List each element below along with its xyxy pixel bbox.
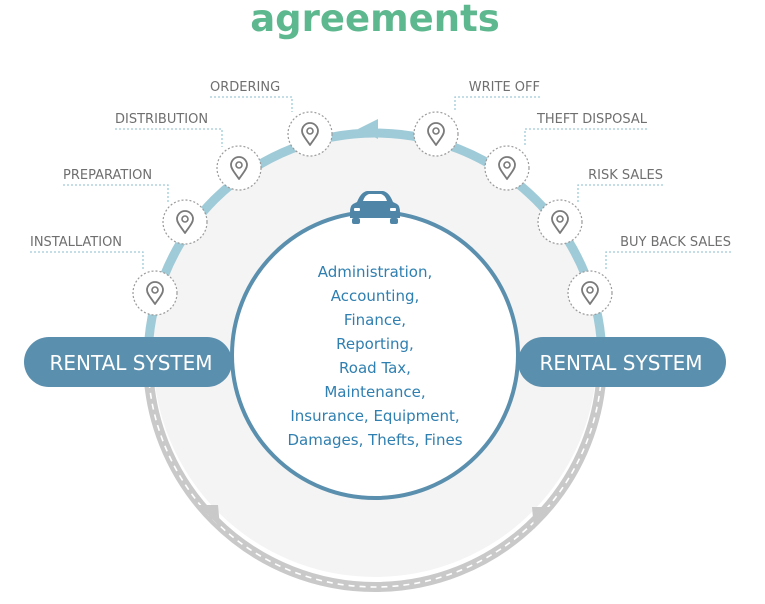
leader-line: [30, 251, 144, 271]
leader-line: [605, 251, 731, 271]
arrowhead-icon: [358, 119, 378, 139]
location-pin-icon: [287, 111, 333, 157]
leader-line: [210, 96, 293, 112]
lower-ring-dashes: [147, 359, 603, 588]
stage-label: RISK SALES: [588, 168, 663, 183]
leader-line: [63, 184, 169, 202]
stage-label: ORDERING: [210, 80, 280, 95]
center-text-line: Reporting,: [336, 335, 414, 353]
leader-line: [577, 184, 663, 202]
stage-label: PREPARATION: [63, 168, 152, 183]
location-pin-icon: [484, 145, 530, 191]
diagram-title: agreements: [250, 0, 500, 40]
location-pin-icon: [162, 199, 208, 245]
center-text-line: Insurance, Equipment,: [290, 407, 459, 425]
car-icon: [350, 191, 400, 224]
arrowhead-icon: [198, 505, 220, 527]
leader-line: [115, 128, 223, 147]
location-pin-icon: [132, 270, 178, 316]
stage-label: BUY BACK SALES: [620, 235, 731, 250]
leader-line: [524, 128, 647, 147]
stage-markers: INSTALLATION PREPARATION DISTRIBUTION ORDER…: [30, 80, 731, 316]
location-pin-icon: [567, 270, 613, 316]
center-text-line: Administration,: [318, 263, 433, 281]
center-text-line: Maintenance,: [324, 383, 425, 401]
location-pin-icon: [216, 145, 262, 191]
center-text-block: Administration, Accounting, Finance, Report…: [287, 263, 462, 449]
center-circle: [230, 210, 520, 500]
stage-label: THEFT DISPOSAL: [536, 112, 648, 127]
center-text-line: Finance,: [344, 311, 406, 329]
leader-line: [454, 96, 540, 112]
left-rental-system-badge: RENTAL SYSTEM: [24, 337, 232, 387]
location-pin-icon: [413, 111, 459, 157]
arrowhead-icon: [532, 507, 554, 529]
stage-label: DISTRIBUTION: [115, 112, 208, 127]
left-rental-system-label: RENTAL SYSTEM: [49, 351, 212, 375]
center-text-line: Accounting,: [331, 287, 420, 305]
right-rental-system-label: RENTAL SYSTEM: [539, 351, 702, 375]
center-text-line: Damages, Thefts, Fines: [287, 431, 462, 449]
center-text-line: Road Tax,: [339, 359, 411, 377]
right-rental-system-badge: RENTAL SYSTEM: [518, 337, 726, 387]
location-pin-icon: [537, 199, 583, 245]
stage-label: INSTALLATION: [30, 235, 122, 250]
stage-label: WRITE OFF: [469, 80, 540, 95]
